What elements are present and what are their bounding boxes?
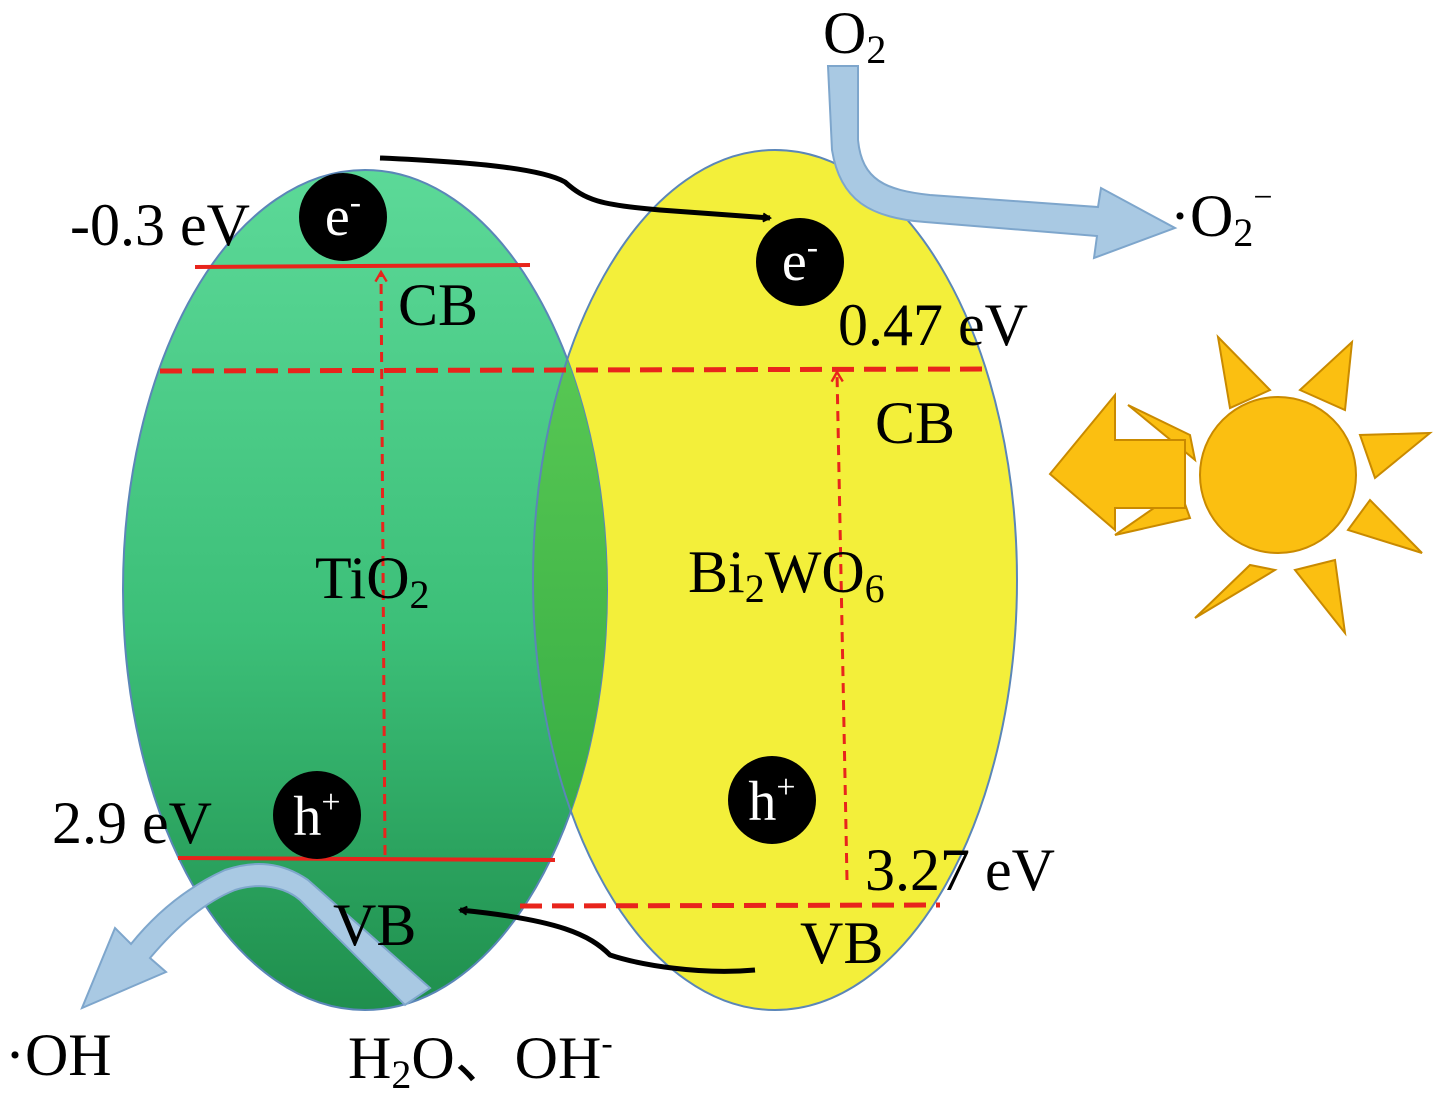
tio2-vb-label: VB bbox=[333, 892, 416, 958]
tio2-cb-energy: -0.3 eV bbox=[70, 192, 250, 258]
o2-reduction-arrow bbox=[826, 65, 1178, 260]
bi-cb-line bbox=[159, 366, 991, 374]
svg-text:h+: h+ bbox=[748, 769, 795, 833]
svg-text:e-: e- bbox=[325, 184, 361, 248]
tio2-cb-label: CB bbox=[398, 272, 478, 338]
svg-text:h+: h+ bbox=[293, 784, 340, 848]
tio2-electron: e- bbox=[299, 173, 387, 261]
light-arrow-icon bbox=[1048, 392, 1186, 533]
electron-transfer-arrow bbox=[379, 155, 770, 218]
hole-transfer-arrow bbox=[460, 910, 756, 974]
tio2-excitation-arrow bbox=[374, 269, 388, 856]
bi-cb-label: CB bbox=[875, 390, 955, 456]
bi-vb-energy: 3.27 eV bbox=[865, 837, 1055, 903]
svg-text:e-: e- bbox=[782, 229, 818, 293]
bi-electron: e- bbox=[756, 218, 844, 306]
bi2wo6-ellipse-outline bbox=[532, 170, 607, 1010]
o2-label: O2 bbox=[823, 0, 886, 72]
bi-vb-line bbox=[519, 902, 941, 909]
superoxide-label: ·O2− bbox=[1170, 179, 1273, 255]
tio2-vb-line bbox=[177, 856, 556, 862]
tio2-hole: h+ bbox=[273, 771, 361, 859]
bi-hole: h+ bbox=[728, 756, 816, 844]
bi2wo6-name: Bi2WO6 bbox=[688, 539, 885, 611]
hydroxyl-formation-arrow bbox=[80, 863, 432, 1010]
bi-cb-energy: 0.47 eV bbox=[838, 292, 1028, 358]
tio2-name: TiO2 bbox=[315, 545, 430, 617]
tio2-cb-line bbox=[194, 263, 531, 269]
hydroxyl-label: ·OH bbox=[5, 1022, 112, 1088]
bi-vb-label: VB bbox=[800, 910, 883, 976]
water-hydroxide-label: H2O、OH- bbox=[348, 1025, 613, 1091]
tio2-vb-energy: 2.9 eV bbox=[52, 790, 212, 856]
